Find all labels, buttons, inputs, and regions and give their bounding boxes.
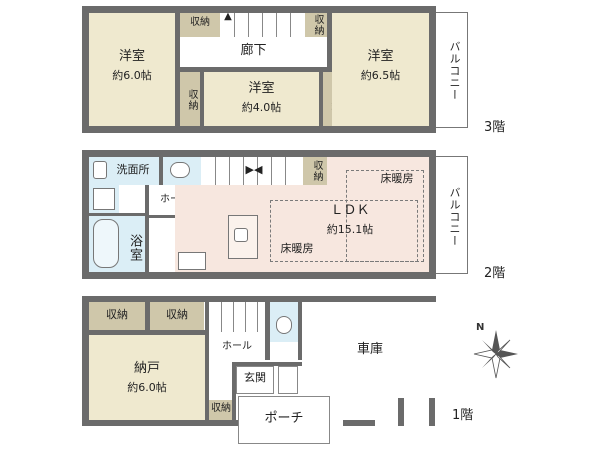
wall xyxy=(180,67,327,72)
floor3-label: 3階 xyxy=(484,120,506,135)
storage xyxy=(305,13,327,37)
entrance xyxy=(236,366,274,394)
west-room xyxy=(89,13,175,126)
hall xyxy=(209,332,265,362)
storage xyxy=(180,72,200,126)
ldk xyxy=(175,185,429,272)
porch-label: ポーチ xyxy=(264,411,304,426)
wall xyxy=(145,185,149,272)
compass-icon: N xyxy=(473,322,518,379)
entrance-label: 玄関 xyxy=(244,371,266,384)
bath-label: 浴室 xyxy=(127,234,142,262)
stove-icon xyxy=(178,252,206,270)
west-room-name: 洋室 xyxy=(118,49,145,64)
east-room-extension xyxy=(343,72,429,126)
washer-icon xyxy=(93,188,115,210)
wall xyxy=(89,330,209,335)
storage-label: 収納 xyxy=(211,403,231,414)
hall-label: 廊下 xyxy=(240,43,267,58)
storage-label: 収納 xyxy=(106,308,128,321)
ldk-name: ＬＤＫ xyxy=(330,203,370,218)
ldk-upper xyxy=(327,157,429,185)
wall xyxy=(82,150,89,279)
wall xyxy=(82,6,436,13)
wall xyxy=(232,362,302,366)
balcony xyxy=(436,12,468,128)
east-room-size: 約6.5帖 xyxy=(360,69,401,82)
closet-room-name: 納戸 xyxy=(133,361,160,376)
center-room-name: 洋室 xyxy=(248,81,275,96)
storage xyxy=(180,13,220,37)
stair-arrow-icon: ▲ xyxy=(224,11,232,22)
floor-heating-label: 床暖房 xyxy=(380,172,414,185)
storage-label: 収納 xyxy=(311,160,322,182)
hall xyxy=(180,37,327,67)
sink-icon xyxy=(93,161,107,179)
stairs xyxy=(220,13,300,37)
storage xyxy=(303,157,327,185)
storage-label: 収納 xyxy=(166,308,188,321)
wall xyxy=(327,13,332,72)
storage xyxy=(209,400,232,420)
toilet-icon xyxy=(170,162,190,178)
storage xyxy=(150,302,204,330)
wall xyxy=(265,302,270,360)
wall xyxy=(82,296,436,302)
west-room-size: 約6.0帖 xyxy=(112,69,152,82)
wall xyxy=(145,302,150,330)
wall xyxy=(159,157,163,185)
bathtub-icon xyxy=(93,219,119,268)
storage xyxy=(89,302,145,330)
compass-north-label: N xyxy=(476,322,484,333)
wall xyxy=(429,150,436,279)
wall xyxy=(149,215,175,218)
wall xyxy=(200,72,204,126)
floor2-label: 2階 xyxy=(484,266,506,281)
wall xyxy=(175,13,180,126)
floor-heating-label: 床暖房 xyxy=(280,242,314,255)
wall xyxy=(319,72,323,126)
wall xyxy=(82,126,436,133)
wall xyxy=(232,362,236,426)
wall xyxy=(205,302,209,420)
east-room-name: 洋室 xyxy=(367,49,394,64)
balcony xyxy=(436,156,468,274)
wall xyxy=(82,6,89,133)
storage-label: 収納 xyxy=(186,89,197,111)
wall xyxy=(298,302,302,360)
wall xyxy=(82,420,242,426)
center-room-size: 約4.0帖 xyxy=(241,101,282,114)
storage-label: 収納 xyxy=(190,17,210,28)
wall xyxy=(82,296,89,426)
stair-arrow-icon: ▶◀ xyxy=(245,163,263,176)
washroom-label: 洗面所 xyxy=(116,163,150,176)
wall xyxy=(82,272,436,279)
kitchen-sink-icon xyxy=(234,228,248,242)
closet-room xyxy=(89,335,205,420)
floor1-label: 1階 xyxy=(452,408,474,423)
stairs xyxy=(201,157,299,185)
storage-label: 収納 xyxy=(312,14,323,36)
stairs xyxy=(209,302,265,332)
wall xyxy=(398,398,404,426)
wall xyxy=(429,6,436,133)
balcony-label: バルコニー xyxy=(448,187,461,247)
wall xyxy=(429,398,435,426)
closet-room-size: 約6.0帖 xyxy=(127,381,167,394)
balcony-label: バルコニー xyxy=(448,41,461,101)
wall xyxy=(89,213,149,216)
shoe-cabinet xyxy=(278,366,298,394)
hall-label: ホール xyxy=(222,341,252,352)
wall xyxy=(82,150,436,157)
toilet-icon xyxy=(276,316,292,334)
center-room xyxy=(204,72,319,126)
garage-label: 車庫 xyxy=(356,342,383,357)
wall xyxy=(343,420,375,426)
ldk-size: 約15.1帖 xyxy=(326,223,374,236)
porch xyxy=(238,396,330,444)
floor-heating-zone xyxy=(270,200,418,262)
